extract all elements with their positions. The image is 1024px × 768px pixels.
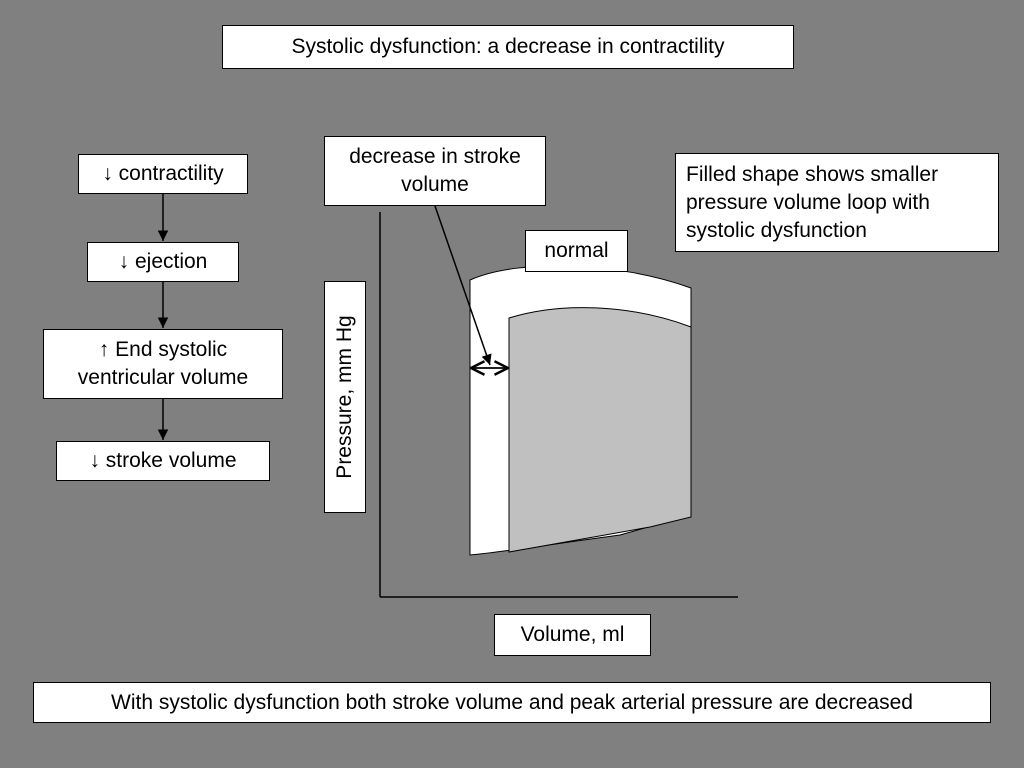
y-axis-label-text: Pressure, mm Hg bbox=[333, 315, 356, 479]
normal-label-text: normal bbox=[544, 239, 609, 262]
note-line-3: systolic dysfunction bbox=[686, 218, 867, 242]
flow-box-text: ↓ stroke volume bbox=[89, 449, 237, 472]
summary-text: With systolic dysfunction both stroke vo… bbox=[111, 690, 913, 714]
page-title: Systolic dysfunction: a decrease in cont… bbox=[222, 25, 794, 69]
callout-line-1: decrease in stroke bbox=[349, 145, 521, 168]
x-axis-label-text: Volume, ml bbox=[520, 623, 625, 646]
flow-box-text: ↓ contractility bbox=[102, 162, 224, 185]
x-axis-label: Volume, ml bbox=[494, 614, 651, 656]
summary-statement: With systolic dysfunction both stroke vo… bbox=[33, 682, 991, 723]
normal-loop-label: normal bbox=[525, 230, 628, 272]
flow-box-text-line-2: ventricular volume bbox=[77, 366, 249, 389]
flow-box-contractility: ↓ contractility bbox=[78, 154, 248, 194]
stroke-volume-pointer bbox=[434, 205, 492, 366]
page-title-text: Systolic dysfunction: a decrease in cont… bbox=[291, 35, 725, 58]
stroke-volume-callout: decrease in stroke volume bbox=[324, 136, 546, 206]
explanation-note: Filled shape shows smaller pressure volu… bbox=[675, 153, 999, 252]
flow-box-text: ↓ ejection bbox=[118, 250, 208, 273]
callout-line-2: volume bbox=[401, 173, 469, 196]
dysfunction-loop bbox=[508, 307, 692, 553]
note-line-1: Filled shape shows smaller bbox=[686, 162, 939, 186]
y-axis-label: Pressure, mm Hg bbox=[324, 281, 366, 513]
flow-box-ejection: ↓ ejection bbox=[87, 242, 239, 282]
flow-box-end-systolic-volume: ↑ End systolic ventricular volume bbox=[43, 329, 283, 399]
flow-box-text-line-1: ↑ End systolic bbox=[98, 338, 228, 361]
note-line-2: pressure volume loop with bbox=[686, 190, 930, 214]
flow-box-stroke-volume: ↓ stroke volume bbox=[56, 441, 270, 481]
